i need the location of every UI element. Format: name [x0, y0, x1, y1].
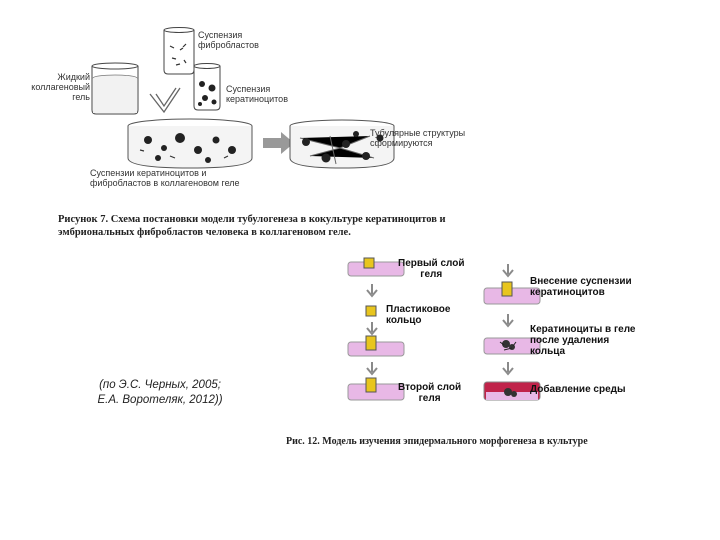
- liquid-gel-beaker-icon: [91, 62, 139, 115]
- label-add-suspension: Внесение суспензии кератиноцитов: [530, 276, 632, 298]
- figure1-caption: Рисунок 7. Схема постановки модели тубул…: [58, 213, 458, 239]
- down-arrow-icon: [502, 362, 514, 376]
- fibroblast-beaker-icon: [163, 27, 195, 75]
- tubular-dish-icon: [289, 119, 395, 169]
- merge-arrow-icon: [149, 87, 181, 114]
- down-arrow-icon: [366, 322, 378, 336]
- source-credit: (по Э.С. Черных, 2005; Е.А. Воротеляк, 2…: [97, 379, 223, 406]
- label-fibroblast-suspension: Суспензия фибробластов: [198, 30, 259, 50]
- figure1-caption-label: Рисунок 7.: [58, 214, 109, 225]
- figure-tubulogenesis: Жидкий коллагеновый гель Суспензия фибро…: [30, 18, 480, 248]
- tubulogenesis-diagram: [91, 27, 395, 169]
- figure1-caption-text: Схема постановки модели тубулогенеза в к…: [58, 214, 446, 238]
- down-arrow-icon: [502, 314, 514, 328]
- dish-keratinocytes-in-gel-icon: [483, 337, 541, 355]
- gel-dish-cells-icon: [127, 118, 253, 169]
- figure2-caption: Рис. 12. Модель изучения эпидермального …: [286, 436, 588, 447]
- down-arrow-icon: [502, 264, 514, 278]
- down-arrow-icon: [366, 284, 378, 298]
- label-second-layer: Второй слой геля: [398, 382, 462, 404]
- label-plastic-ring: Пластиковое кольцо: [386, 304, 451, 326]
- dish-with-medium-icon: [483, 381, 541, 401]
- label-first-layer: Первый слой геля: [398, 258, 465, 280]
- dish-with-ring-icon: [347, 335, 405, 357]
- dish-first-layer-icon: [347, 257, 405, 277]
- label-tubular-structures: Тубулярные структуры сформируются: [370, 128, 466, 148]
- label-add-medium: Добавление среды: [530, 384, 626, 395]
- figure-epidermal-model: Первый слой геля Пластиковое кольцо Втор…: [330, 250, 710, 460]
- epidermal-model-diagram: [347, 257, 541, 401]
- process-arrow-icon: [263, 132, 294, 154]
- label-keratinocytes-in-gel: Кератиноциты в геле после удаления кольц…: [530, 324, 636, 357]
- label-liquid-gel: Жидкий коллагеновый гель: [31, 72, 90, 102]
- label-keratinocyte-suspension: Суспензия кератиноцитов: [226, 84, 288, 104]
- plastic-ring-icon: [365, 305, 377, 317]
- down-arrow-icon: [366, 362, 378, 376]
- dish-keratinocyte-suspension-icon: [483, 281, 541, 305]
- keratinocyte-beaker-icon: [193, 63, 221, 111]
- label-cells-in-gel: Суспензии кератиноцитов и фибробластов в…: [90, 168, 240, 188]
- dish-second-layer-icon: [347, 377, 405, 401]
